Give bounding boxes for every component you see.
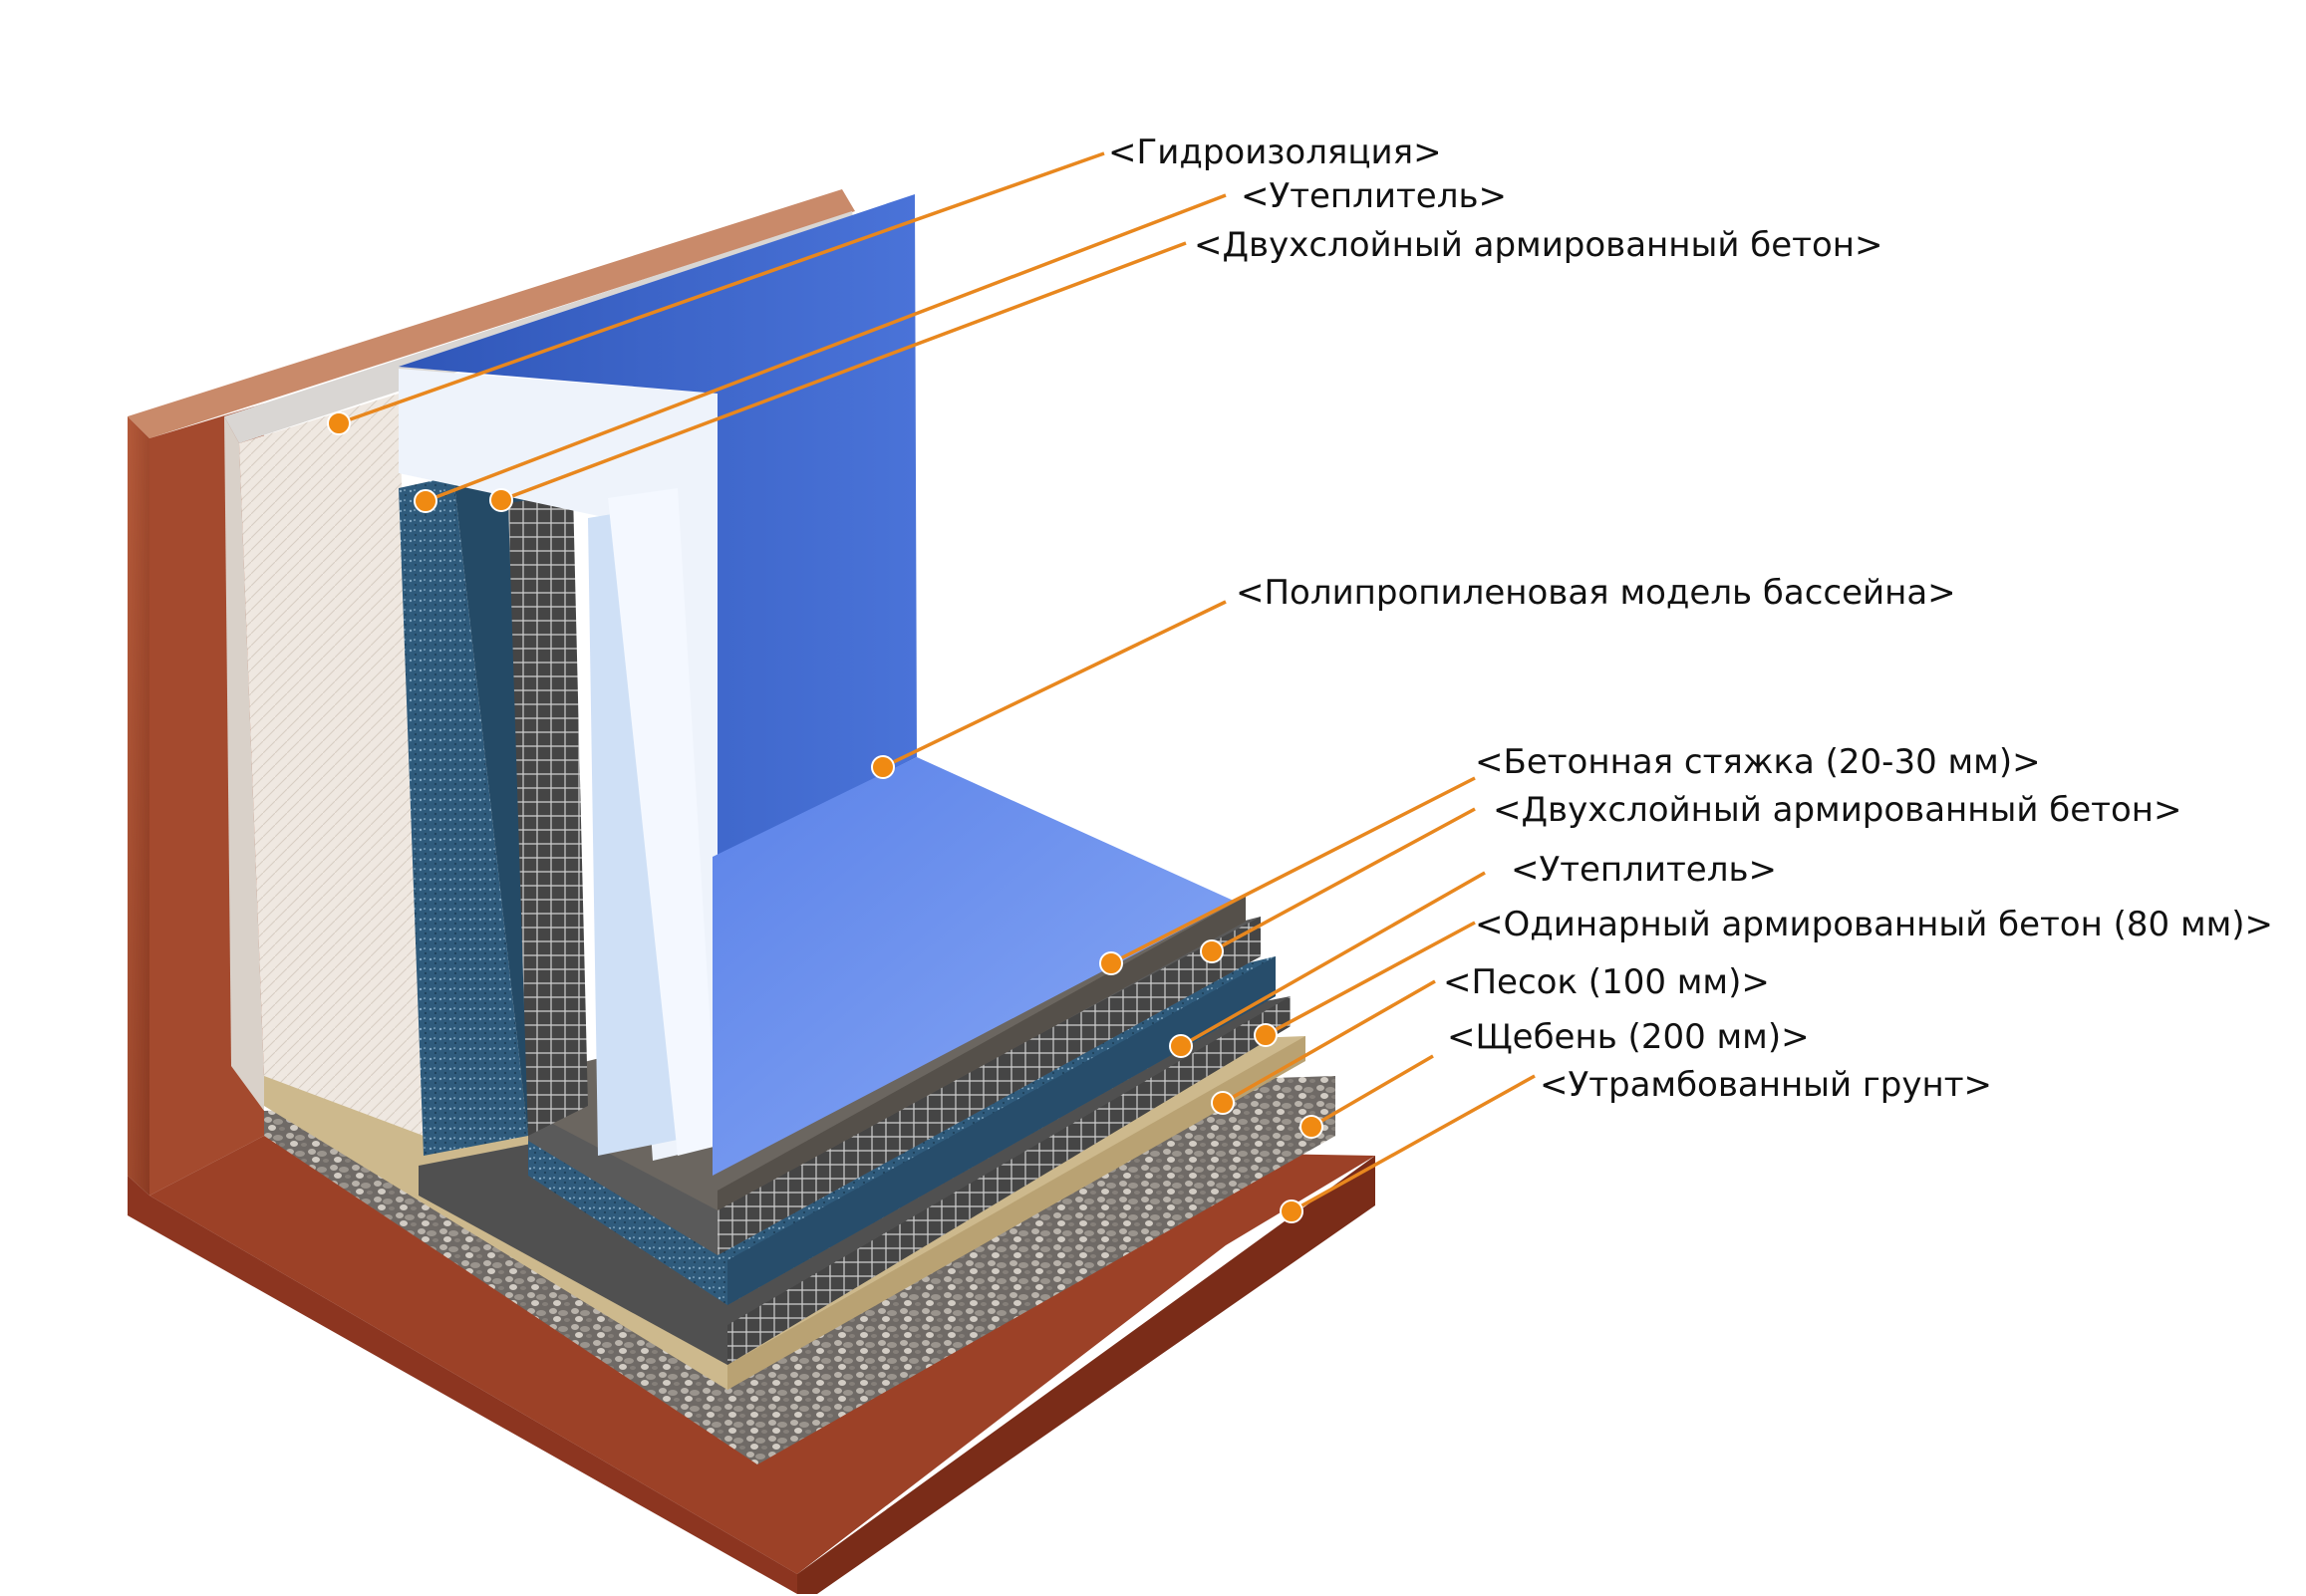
- leader-single-concrete: [1265, 921, 1476, 1037]
- label-waterproofing: <Гидроизоляция>: [1108, 133, 1442, 172]
- label-gravel: <Щебень (200 мм)>: [1447, 1017, 1810, 1057]
- leader-floor-insulation: [1180, 871, 1486, 1048]
- dot-single-concrete: [1254, 1023, 1278, 1047]
- leader-sand: [1222, 979, 1436, 1105]
- label-pool-model: <Полипропиленовая модель бассейна>: [1236, 573, 1956, 613]
- dot-floor-double-concrete: [1200, 939, 1224, 963]
- label-wall-double-concrete: <Двухслойный армированный бетон>: [1194, 225, 1882, 265]
- leader-soil: [1291, 1074, 1536, 1213]
- label-wall-insulation: <Утеплитель>: [1241, 176, 1507, 216]
- dot-waterproofing: [327, 411, 351, 435]
- dot-screed: [1099, 951, 1123, 975]
- leader-floor-double-concrete: [1211, 807, 1476, 953]
- label-soil: <Утрамбованный грунт>: [1540, 1065, 1992, 1105]
- label-floor-insulation: <Утеплитель>: [1511, 850, 1777, 890]
- wall-insulation-layer: [399, 468, 528, 1156]
- dot-floor-insulation: [1169, 1034, 1193, 1058]
- leader-gravel: [1310, 1054, 1434, 1129]
- label-single-concrete: <Одинарный армированный бетон (80 мм)>: [1475, 905, 2273, 944]
- label-sand: <Песок (100 мм)>: [1443, 962, 1770, 1002]
- callout-labels: <Гидроизоляция> <Утеплитель> <Двухслойны…: [1108, 133, 2273, 1105]
- leader-dots: [327, 411, 1323, 1223]
- leader-screed: [1110, 776, 1476, 965]
- dot-soil: [1280, 1199, 1303, 1223]
- wall-double-concrete-layer: [508, 493, 588, 1136]
- leader-pool-model: [882, 600, 1227, 769]
- leader-wall-insulation: [425, 193, 1227, 503]
- label-screed: <Бетонная стяжка (20-30 мм)>: [1475, 742, 2041, 782]
- leader-waterproofing: [338, 151, 1105, 425]
- leader-lines: [338, 151, 1536, 1213]
- dot-gravel: [1299, 1115, 1323, 1139]
- label-floor-double-concrete: <Двухслойный армированный бетон>: [1493, 790, 2181, 830]
- dot-sand: [1211, 1091, 1235, 1115]
- dot-wall-insulation: [414, 489, 437, 513]
- dot-wall-double-concrete: [489, 488, 513, 512]
- dot-pool-model: [871, 755, 895, 779]
- pool-model: [399, 194, 1236, 1176]
- leader-wall-double-concrete: [500, 241, 1187, 502]
